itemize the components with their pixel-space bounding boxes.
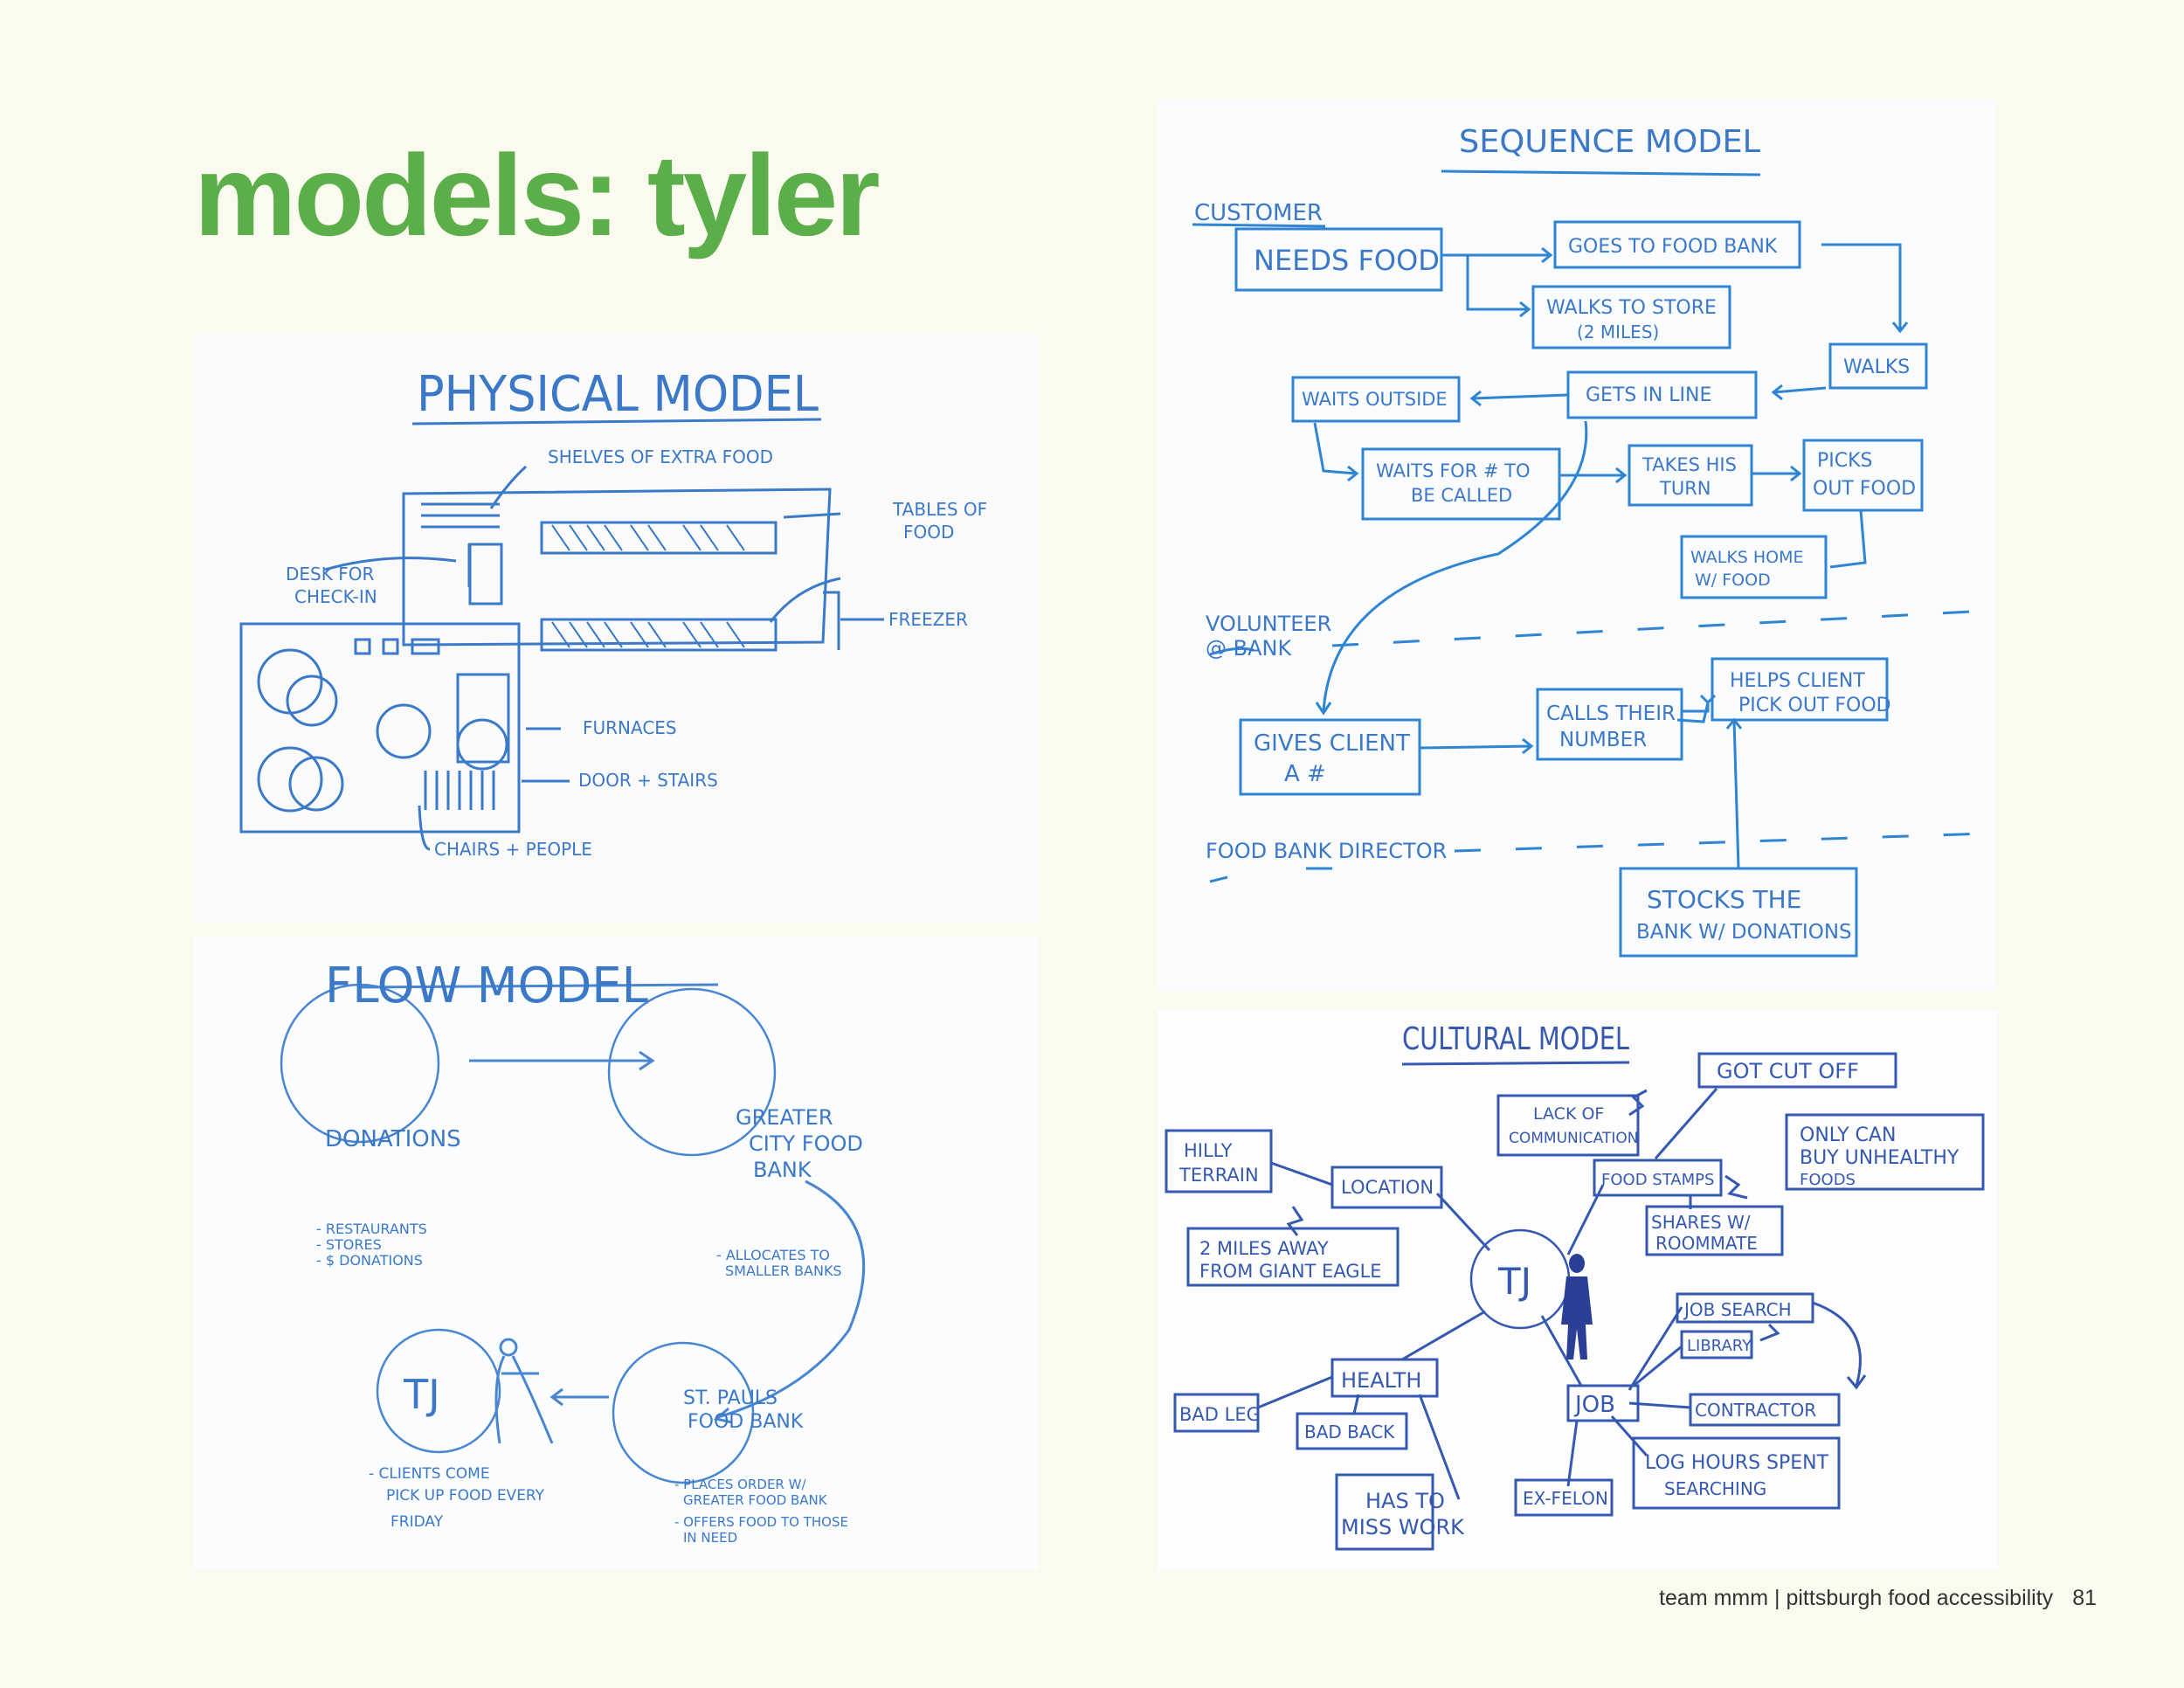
cultural-job-search: JOB SEARCH <box>1683 1299 1792 1320</box>
physical-label-chairs: CHAIRS + PEOPLE <box>434 839 592 860</box>
flow-tj-note: PICK UP FOOD EVERY <box>386 1487 545 1505</box>
flow-donations-note: - $ DONATIONS <box>316 1252 423 1269</box>
physical-model-heading: PHYSICAL MODEL <box>417 366 819 423</box>
sequence-model-photo: SEQUENCE MODEL CUSTOMER VOLUNTEER @ BANK… <box>1158 100 1996 991</box>
seq-gives-client: GIVES CLIENT <box>1254 730 1410 757</box>
physical-model-photo: PHYSICAL MODEL SHELVES OF EXTRA FOOD TAB… <box>194 334 1039 923</box>
flow-model-photo: FLOW MODEL DONATIONS - RESTAURANTS - STO… <box>194 937 1039 1570</box>
seq-helps: HELPS CLIENT <box>1730 670 1865 692</box>
cultural-library: LIBRARY <box>1687 1337 1752 1355</box>
flow-greater-line: BANK <box>753 1158 812 1182</box>
cultural-has-to: MISS WORK <box>1341 1515 1465 1539</box>
flow-stpauls-note: - PLACES ORDER W/ <box>674 1477 806 1492</box>
cultural-miles: 2 MILES AWAY <box>1199 1238 1329 1259</box>
seq-gets-in-line: GETS IN LINE <box>1586 384 1711 406</box>
seq-needs-food: NEEDS FOOD <box>1254 244 1440 277</box>
cultural-log: LOG HOURS SPENT <box>1645 1452 1829 1474</box>
seq-calls: CALLS THEIR <box>1546 702 1676 725</box>
flow-donations-note: - RESTAURANTS <box>316 1221 427 1237</box>
flow-model-heading: FLOW MODEL <box>325 958 648 1014</box>
lane-customer: CUSTOMER <box>1194 200 1323 226</box>
physical-label-freezer: FREEZER <box>888 609 968 630</box>
seq-stocks: BANK W/ DONATIONS <box>1636 921 1852 944</box>
cultural-bad-back: BAD BACK <box>1304 1422 1395 1442</box>
page-footer: team mmm | pittsburgh food accessibility… <box>1659 1586 2097 1611</box>
flow-stpauls-note: GREATER FOOD BANK <box>683 1492 828 1508</box>
sequence-model-sketch: SEQUENCE MODEL CUSTOMER VOLUNTEER @ BANK… <box>1192 124 1988 958</box>
cultural-shares: ROOMMATE <box>1655 1233 1758 1254</box>
cultural-has-to: HAS TO <box>1365 1489 1445 1513</box>
cultural-only: ONLY CAN <box>1800 1124 1896 1146</box>
cultural-bad-leg: BAD LEG <box>1179 1404 1261 1425</box>
physical-model-sketch: PHYSICAL MODEL SHELVES OF EXTRA FOOD TAB… <box>239 366 987 860</box>
seq-stocks: STOCKS THE <box>1647 885 1801 914</box>
seq-takes-turn: TURN <box>1659 478 1711 499</box>
cultural-shares: SHARES W/ <box>1651 1212 1751 1233</box>
seq-walks-store: WALKS TO STORE <box>1546 297 1717 319</box>
seq-gives-client: A # <box>1284 761 1326 787</box>
cultural-log: SEARCHING <box>1664 1478 1766 1499</box>
flow-greater-note: - ALLOCATES TO <box>716 1247 830 1263</box>
flow-tj-note: - CLIENTS COME <box>369 1465 490 1483</box>
seq-walks-home: WALKS HOME <box>1690 548 1804 567</box>
physical-label-door: DOOR + STAIRS <box>578 770 718 791</box>
physical-label-furnaces: FURNACES <box>583 717 677 738</box>
physical-label-shelves: SHELVES OF EXTRA FOOD <box>548 446 773 467</box>
cultural-lack: COMMUNICATION <box>1509 1130 1638 1147</box>
physical-label-tables: TABLES OF <box>892 499 987 520</box>
flow-stpauls-line: FOOD BANK <box>688 1411 804 1433</box>
flow-model-sketch: FLOW MODEL DONATIONS - RESTAURANTS - STO… <box>280 958 866 1546</box>
seq-calls: NUMBER <box>1559 729 1647 751</box>
lane-director: FOOD BANK DIRECTOR <box>1206 839 1447 863</box>
seq-helps: PICK OUT FOOD <box>1738 695 1891 716</box>
cultural-only: FOODS <box>1800 1171 1856 1189</box>
flow-donations: DONATIONS <box>325 1126 461 1152</box>
flow-tj-note: FRIDAY <box>390 1513 444 1531</box>
flow-stpauls-line: ST. PAULS <box>683 1387 778 1409</box>
cultural-model-sketch: CULTURAL MODEL TJ LACK OF COMMUNICATION … <box>1165 1021 1985 1551</box>
seq-waits-for: BE CALLED <box>1411 485 1512 506</box>
seq-picks: OUT FOOD <box>1813 478 1916 500</box>
cultural-got-cut-off: GOT CUT OFF <box>1717 1059 1859 1083</box>
physical-label-desk-2: CHECK-IN <box>294 586 377 607</box>
cultural-hilly: TERRAIN <box>1178 1165 1259 1186</box>
sequence-model-heading: SEQUENCE MODEL <box>1459 124 1760 160</box>
cultural-miles: FROM GIANT EAGLE <box>1199 1261 1382 1282</box>
cultural-model-photo: CULTURAL MODEL TJ LACK OF COMMUNICATION … <box>1158 1010 1998 1570</box>
seq-takes-turn: TAKES HIS <box>1641 454 1737 475</box>
page-number: 81 <box>2072 1586 2097 1610</box>
cultural-location: LOCATION <box>1341 1177 1434 1198</box>
cultural-only: BUY UNHEALTHY <box>1800 1147 1959 1169</box>
flow-greater-note: SMALLER BANKS <box>725 1263 842 1279</box>
page-title: models: tyler <box>194 131 881 259</box>
physical-label-tables-2: FOOD <box>903 522 954 543</box>
cultural-job: JOB <box>1573 1392 1615 1418</box>
seq-walks: WALKS <box>1843 356 1910 378</box>
seq-waits-for: WAITS FOR # TO <box>1376 460 1531 481</box>
cultural-contractor: CONTRACTOR <box>1695 1400 1816 1421</box>
flow-donations-note: - STORES <box>316 1236 382 1253</box>
seq-walks-store: (2 MILES) <box>1577 322 1659 342</box>
seq-walks-home: W/ FOOD <box>1695 571 1771 590</box>
flow-stpauls-note: IN NEED <box>683 1530 737 1546</box>
cultural-center-tj: TJ <box>1497 1260 1531 1303</box>
physical-label-desk: DESK FOR <box>286 564 374 585</box>
cultural-ex-felon: EX-FELON <box>1523 1488 1608 1509</box>
flow-tj: TJ <box>403 1371 440 1418</box>
footer-text: team mmm | pittsburgh food accessibility <box>1659 1586 2054 1610</box>
seq-waits-outside: WAITS OUTSIDE <box>1302 389 1448 410</box>
cultural-hilly: HILLY <box>1184 1140 1233 1161</box>
flow-greater-line: GREATER <box>736 1105 833 1130</box>
lane-volunteer: VOLUNTEER <box>1206 612 1331 636</box>
cultural-model-heading: CULTURAL MODEL <box>1402 1021 1629 1057</box>
flow-greater-line: CITY FOOD <box>749 1131 863 1156</box>
flow-stpauls-note: - OFFERS FOOD TO THOSE <box>674 1514 848 1530</box>
cultural-health: HEALTH <box>1341 1368 1421 1393</box>
cultural-lack: LACK OF <box>1533 1104 1604 1124</box>
lane-volunteer: @ BANK <box>1206 636 1292 661</box>
seq-goes-bank: GOES TO FOOD BANK <box>1568 236 1778 258</box>
cultural-food-stamps: FOOD STAMPS <box>1601 1171 1714 1189</box>
seq-picks: PICKS <box>1817 450 1873 472</box>
